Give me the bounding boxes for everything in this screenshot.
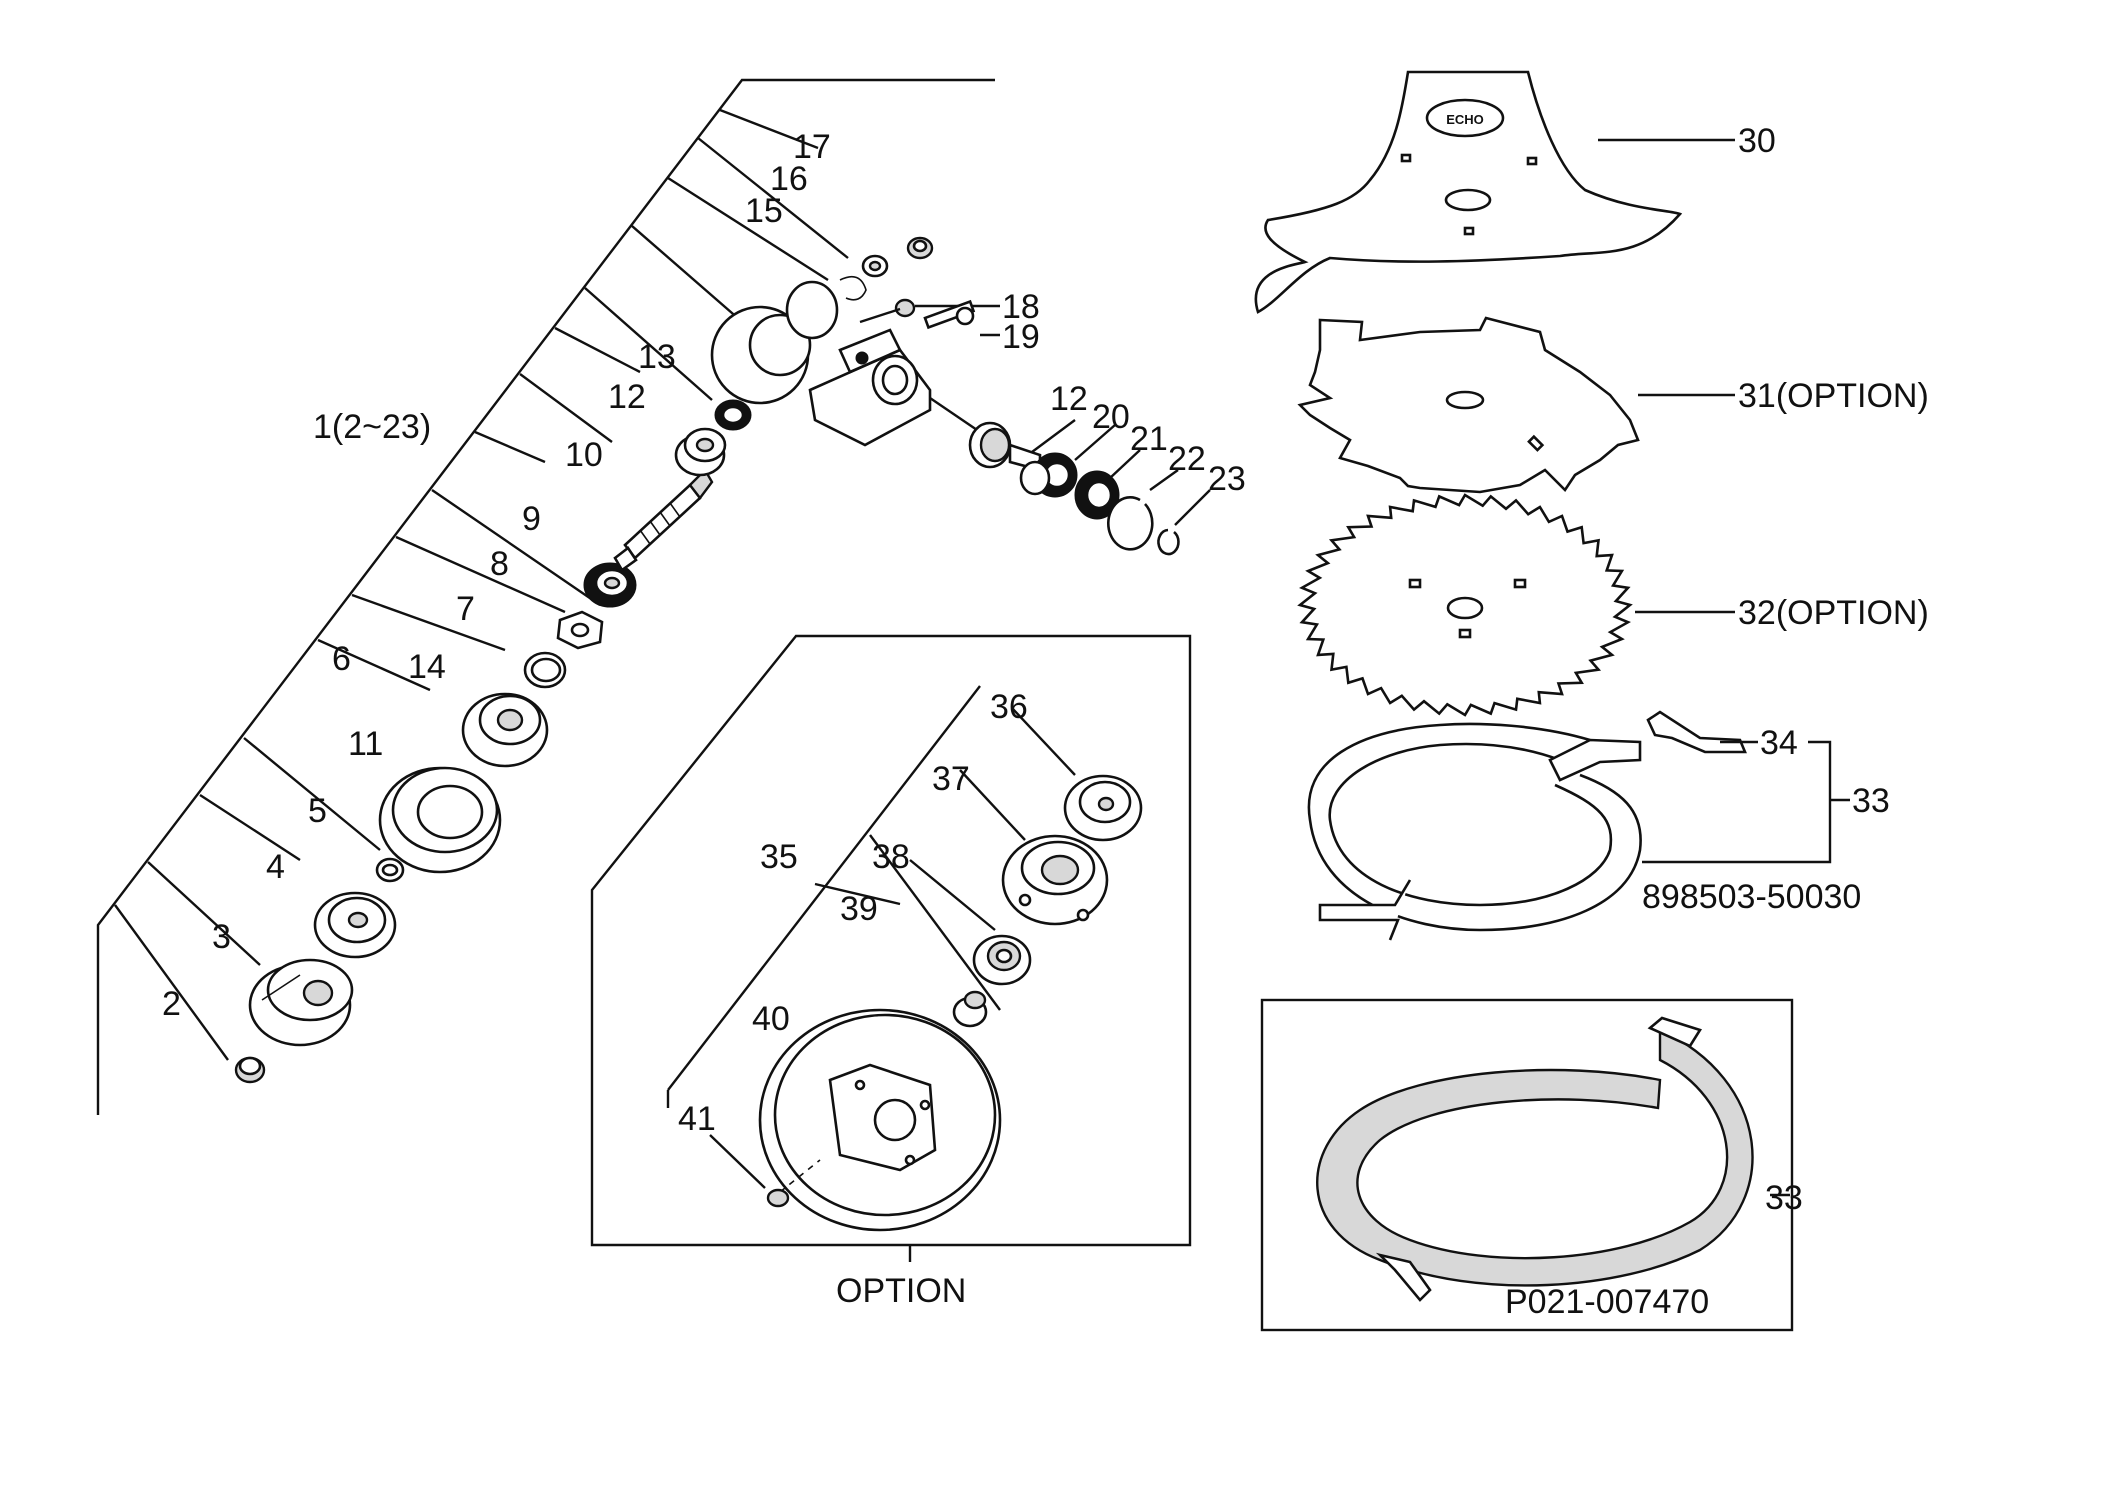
label-36: 36 <box>990 688 1028 726</box>
part-13-bearing <box>714 399 752 431</box>
part-12-gear-right <box>929 397 1076 472</box>
leader-22 <box>1149 469 1179 491</box>
part-11-cover <box>378 766 502 874</box>
label-14: 14 <box>408 648 446 686</box>
label-13: 13 <box>638 338 676 376</box>
part-12-gear-left <box>674 427 727 477</box>
part-33-guard <box>1307 710 1850 941</box>
part-5-washer <box>375 857 405 883</box>
label-5: 5 <box>308 792 327 830</box>
label-18: 18 <box>1002 288 1040 326</box>
part-2-nut <box>234 1056 266 1084</box>
part-23-ring <box>1157 528 1180 556</box>
label-12b: 12 <box>1050 380 1088 418</box>
blade-logo-text: ECHO <box>1446 112 1484 127</box>
label-12a: 12 <box>608 378 646 416</box>
label-20: 20 <box>1092 398 1130 436</box>
guard-alt-part-number: P021-007470 <box>1505 1283 1709 1321</box>
label-16: 16 <box>770 160 808 198</box>
leader-20 <box>1074 424 1116 461</box>
part-19-bolt <box>923 299 1000 337</box>
option-caption: OPTION <box>836 1272 966 1310</box>
label-33b: 33 <box>1765 1179 1803 1217</box>
label-37: 37 <box>932 760 970 798</box>
label-22: 22 <box>1168 440 1206 478</box>
guard-part-number: 898503-50030 <box>1642 878 1861 916</box>
label-17: 17 <box>793 128 831 166</box>
guard-alt-box <box>1260 998 1794 1332</box>
part-7-circlip <box>523 651 567 689</box>
label-23: 23 <box>1208 460 1246 498</box>
option-box <box>590 634 1192 1262</box>
part-10-shaft <box>613 468 714 572</box>
label-38: 38 <box>872 838 910 876</box>
label-4: 4 <box>266 848 285 886</box>
label-34: 34 <box>1760 724 1798 762</box>
part-36-holder <box>1063 774 1143 842</box>
gear-case <box>710 280 932 447</box>
label-39: 39 <box>840 890 878 928</box>
label-40: 40 <box>752 1000 790 1038</box>
part-16-washer <box>861 254 889 278</box>
part-20-bearing <box>1019 452 1078 498</box>
part-41-bolt <box>766 1188 790 1208</box>
label-41: 41 <box>678 1100 716 1138</box>
label-32: 32(OPTION) <box>1738 594 1929 632</box>
leader-21 <box>1109 449 1141 479</box>
label-21: 21 <box>1130 420 1168 458</box>
label-9: 9 <box>522 500 541 538</box>
label-8: 8 <box>490 545 509 583</box>
part-4-holder <box>313 891 397 959</box>
label-33a: 33 <box>1852 782 1890 820</box>
label-1: 1(2~23) <box>313 408 431 446</box>
part-14-holder <box>461 692 549 768</box>
part-32-saw-blade <box>1297 493 1735 717</box>
part-15-spring <box>839 275 867 301</box>
label-15: 15 <box>745 192 783 230</box>
part-17-bolt <box>906 236 934 260</box>
part-18-bolt <box>859 298 1000 324</box>
label-31: 31(OPTION) <box>1738 377 1929 415</box>
part-3-cover <box>248 958 354 1047</box>
label-10: 10 <box>565 436 603 474</box>
part-40-plate <box>758 1008 1002 1232</box>
label-30: 30 <box>1738 122 1776 160</box>
part-34-clip <box>1646 710 1747 754</box>
part-8-washer <box>556 610 604 650</box>
label-3: 3 <box>212 918 231 956</box>
part-9-bearing <box>583 562 637 608</box>
assembly-1-bracket <box>96 78 995 1115</box>
label-7: 7 <box>456 590 475 628</box>
leader-23 <box>1174 489 1211 526</box>
label-2: 2 <box>162 985 181 1023</box>
part-30-blade: ECHO <box>1254 70 1735 314</box>
label-19: 19 <box>1002 318 1040 356</box>
part-39-collar <box>952 990 988 1028</box>
label-11: 11 <box>348 725 383 763</box>
part-38-bearing <box>972 934 1032 986</box>
part-22-circlip <box>1107 496 1154 551</box>
part-31-blade <box>1297 316 1735 494</box>
part-37-flange <box>1001 834 1109 926</box>
label-6: 6 <box>332 640 351 678</box>
part-21-bearing <box>1074 470 1120 520</box>
label-35: 35 <box>760 838 798 876</box>
